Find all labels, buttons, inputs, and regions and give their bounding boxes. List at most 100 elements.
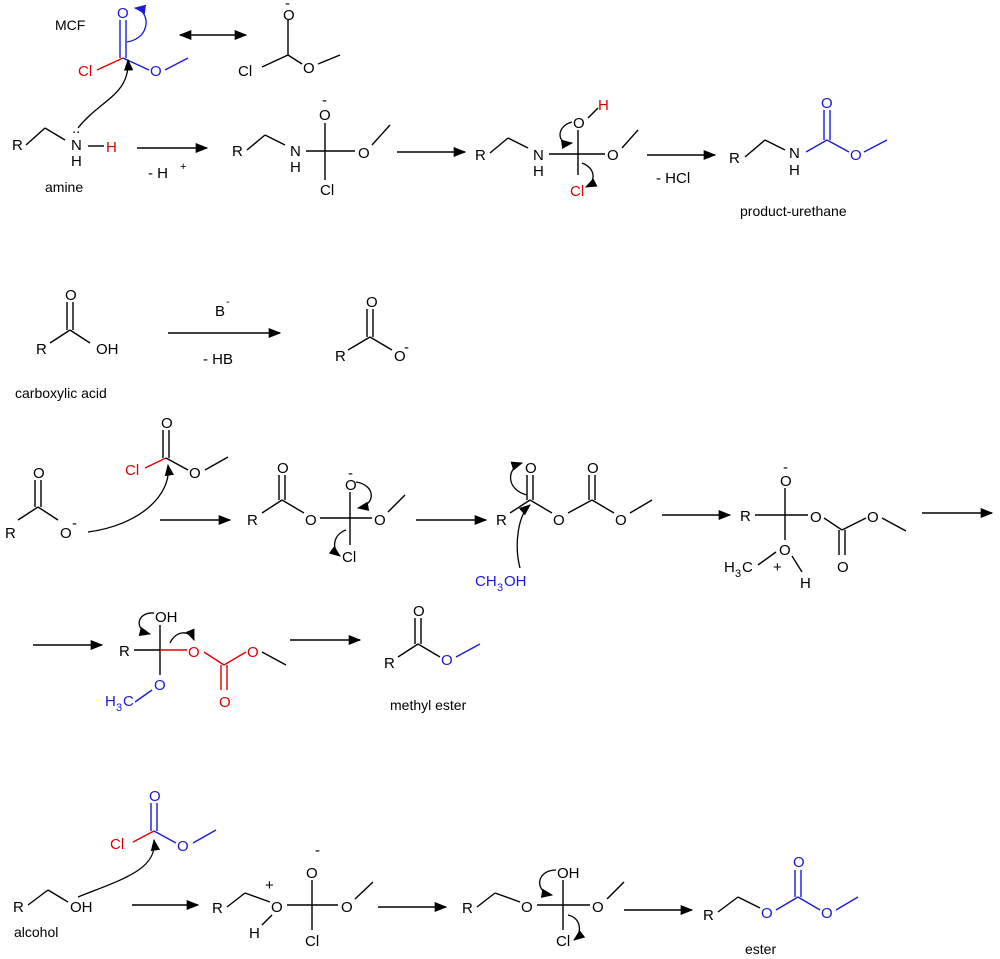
amine-molecule: R .. N H H amine bbox=[12, 120, 117, 195]
methyl-ester-label: methyl ester bbox=[390, 697, 467, 713]
mcf-label: MCF bbox=[55, 17, 85, 33]
ox-chlorine: Cl bbox=[305, 933, 319, 950]
mcf3-chlorine: Cl bbox=[110, 836, 124, 853]
carboxylate-charge: - bbox=[404, 339, 409, 356]
pt-anion-charge: - bbox=[783, 459, 788, 476]
urethane-nitrogen: N bbox=[789, 145, 800, 162]
condition-base-charge: - bbox=[226, 296, 230, 308]
condition-minus-hb: - HB bbox=[203, 351, 233, 368]
urethane-product: R N H O O bbox=[729, 95, 888, 179]
carboxylate-r-group: R bbox=[335, 348, 346, 365]
pt-ester-oxygen: O bbox=[867, 509, 879, 526]
ester-r-group: R bbox=[703, 907, 714, 924]
condition-minus-h: - H bbox=[148, 165, 168, 182]
urethane-carbonyl-oxygen: O bbox=[821, 95, 833, 112]
tet-bridge-oxygen: O bbox=[305, 512, 317, 529]
int2-r-group: R bbox=[475, 147, 486, 164]
reactant-anion-oxygen: O bbox=[60, 525, 72, 542]
pt-r-group: R bbox=[740, 508, 751, 525]
urethane-r-group: R bbox=[729, 150, 740, 167]
anhydride-carbonyl-oxygen-2: O bbox=[587, 460, 599, 477]
amine-r-group: R bbox=[12, 137, 23, 154]
section-carboxylic-acid: R O OH carboxylic acid B - - HB R O O - bbox=[15, 287, 409, 401]
pt-oxonium-charge: + bbox=[773, 559, 782, 576]
hemi-carbonyl-oxygen: O bbox=[219, 694, 231, 711]
int2-nitrogen: N bbox=[533, 147, 544, 164]
hemi-r-group: R bbox=[119, 643, 130, 660]
reactant-carbonyl-oxygen: O bbox=[33, 465, 45, 482]
curved-arrow-methanol-attack bbox=[516, 504, 531, 569]
anhydride-r-group: R bbox=[496, 512, 507, 529]
carboxylic-acid-label: carboxylic acid bbox=[15, 385, 107, 401]
oxonium-tetrahedral-intermediate: R O + H O - O Cl bbox=[212, 842, 374, 950]
ox-oxygen: O bbox=[271, 899, 283, 916]
ester-carbonyl-oxygen: O bbox=[793, 854, 805, 871]
methyl-ester-carbonyl-oxygen: O bbox=[413, 603, 425, 620]
tet-anion-oxygen: O bbox=[345, 477, 357, 494]
int1-r-group: R bbox=[232, 143, 243, 160]
amine-tetrahedral-intermediate: R N H O - O Cl bbox=[232, 92, 391, 199]
int1-chlorine: Cl bbox=[320, 182, 334, 199]
condition-h-plus: + bbox=[180, 161, 186, 173]
hemi-methyl-c: C bbox=[123, 693, 134, 710]
reactant-anion-charge: - bbox=[72, 515, 77, 532]
alcohol-r-group: R bbox=[13, 899, 24, 916]
ox-r-group: R bbox=[212, 900, 223, 917]
hemi-methoxy-oxygen: O bbox=[154, 677, 166, 694]
anhydride-bridge-oxygen: O bbox=[553, 512, 565, 529]
section-methyl-ester: R OH O O O O H 3 C R O O methyl ester bbox=[33, 603, 481, 714]
alcohol-hydroxyl: OH bbox=[70, 899, 93, 916]
condition-base: B bbox=[215, 303, 225, 320]
pt-bridge-oxygen: O bbox=[810, 509, 822, 526]
int2-ester-oxygen: O bbox=[607, 147, 619, 164]
ester-label: ester bbox=[745, 941, 776, 957]
section-esterification: R O O - O Cl O R O bbox=[5, 415, 994, 594]
amine-label: amine bbox=[45, 179, 83, 195]
resonance-oxygen: O bbox=[283, 7, 295, 24]
carboxylate-reactant: R O O - bbox=[5, 465, 77, 542]
alk-r-group: R bbox=[462, 900, 473, 917]
curved-arrow-mcf-carbonyl bbox=[126, 4, 147, 43]
urethane-hydrogen: H bbox=[789, 162, 800, 179]
curved-arrow-int2-chlorine bbox=[581, 162, 598, 188]
int1-oxygen-anion: O bbox=[319, 107, 331, 124]
tet-ester-oxygen: O bbox=[374, 512, 386, 529]
curved-arrow-hemi-oh bbox=[138, 612, 155, 636]
hemi-methyl-subscript: 3 bbox=[116, 702, 122, 714]
mcf2-ester-oxygen: O bbox=[189, 465, 201, 482]
anhydride-ester-oxygen: O bbox=[615, 512, 627, 529]
resonance-ester-oxygen: O bbox=[303, 60, 315, 77]
curved-arrow-alk-oh bbox=[539, 869, 557, 898]
hemi-ester-oxygen: O bbox=[247, 644, 259, 661]
carboxylate-carbonyl-oxygen: O bbox=[366, 294, 378, 311]
protonated-tetrahedral-intermediate: R O - O O O O + H 3 C H bbox=[724, 459, 907, 592]
mcf-chlorine: Cl bbox=[78, 63, 92, 80]
int1-hydrogen: H bbox=[290, 159, 301, 176]
ester-alkoxy-oxygen: O bbox=[761, 905, 773, 922]
mcf-resonance-form: O - Cl O bbox=[238, 0, 341, 80]
curved-arrow-alcohol-attack bbox=[77, 838, 161, 898]
resonance-oxygen-charge: - bbox=[285, 0, 290, 12]
hemi-hydroxyl: OH bbox=[155, 609, 178, 626]
ox-oxygen-charge: + bbox=[265, 877, 274, 894]
methanol-ch: CH bbox=[475, 573, 497, 590]
amine-protonated-intermediate: R N H O H O Cl bbox=[475, 97, 639, 200]
carbonate-ester-product: R O O O bbox=[703, 854, 859, 924]
pt-carbonyl-oxygen: O bbox=[837, 559, 849, 576]
curved-arrow-int2-oxygen bbox=[559, 121, 574, 149]
int1-nitrogen: N bbox=[290, 143, 301, 160]
curved-arrow-tet-chlorine bbox=[328, 529, 347, 557]
mcf-molecule-3: O Cl O bbox=[110, 788, 217, 855]
hemiacetal-intermediate: R OH O O O O H 3 C bbox=[105, 609, 287, 714]
mcf3-ester-oxygen: O bbox=[177, 838, 189, 855]
carboxylate-anion-oxygen: O bbox=[394, 348, 406, 365]
carboxylate-anion: R O O - bbox=[335, 294, 409, 365]
curved-arrow-alk-chlorine bbox=[567, 914, 586, 941]
section-alcohol: O Cl O R OH alcohol R O + H O - bbox=[13, 788, 859, 957]
mcf3-carbonyl-oxygen: O bbox=[149, 788, 161, 805]
alcohol-label: alcohol bbox=[14, 924, 58, 940]
mcf-ester-oxygen: O bbox=[150, 63, 162, 80]
methanol-oh: OH bbox=[504, 573, 527, 590]
int1-oxygen-charge: - bbox=[322, 92, 327, 109]
